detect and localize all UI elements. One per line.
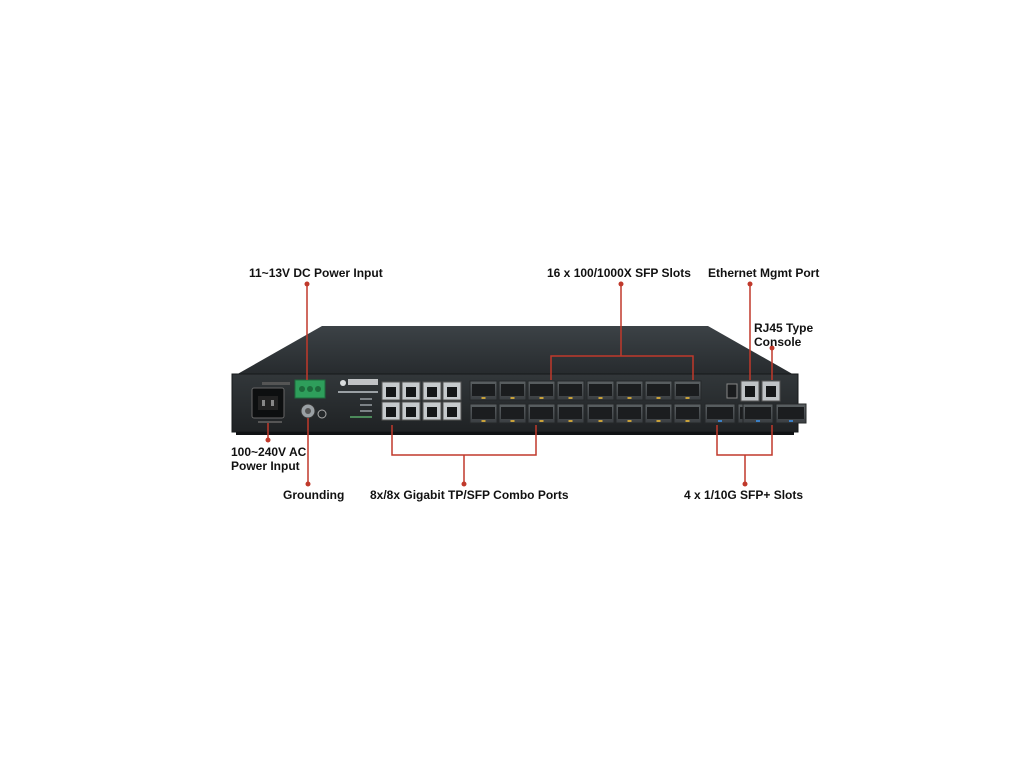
sfp-cage — [469, 380, 498, 401]
label-ac-power-input: 100~240V AC Power Input — [231, 445, 307, 473]
sfp-cage — [556, 380, 585, 401]
rj45-port — [442, 401, 462, 421]
rj45-port — [422, 381, 442, 401]
mgmt-ports — [726, 380, 781, 402]
brand-led-panel — [338, 379, 378, 418]
label-sfp-plus-slots: 4 x 1/10G SFP+ Slots — [684, 488, 804, 502]
callout-lines — [267, 284, 773, 484]
sfp-cage — [498, 380, 527, 401]
rj45-port — [381, 401, 401, 421]
ac-power-inlet — [251, 382, 290, 423]
sfp-cage — [742, 403, 774, 424]
sfp-cage — [586, 403, 615, 424]
rj45-port — [381, 381, 401, 401]
label-dc-power-input: 11~13V DC Power Input — [249, 266, 383, 280]
sfp-cage — [527, 380, 556, 401]
sfp-slots-bracket — [550, 355, 694, 380]
dc-terminal-block — [294, 379, 326, 399]
rj45-port — [422, 401, 442, 421]
sfp-cage — [615, 403, 644, 424]
sfp-cage — [556, 403, 585, 424]
sfp-slot-cages — [586, 380, 702, 424]
sfp-cage — [469, 403, 498, 424]
rj45-port — [401, 381, 421, 401]
sfp-cage — [615, 380, 644, 401]
callout-dots — [265, 281, 775, 487]
chassis-top — [234, 326, 796, 376]
rj45-port — [442, 381, 462, 401]
label-combo-ports: 8x/8x Gigabit TP/SFP Combo Ports — [370, 488, 569, 502]
sfp-cage — [586, 380, 615, 401]
sfp-cage — [644, 380, 673, 401]
sfp-cage — [775, 403, 807, 424]
label-grounding: Grounding — [283, 488, 345, 502]
sfp-plus-cages — [704, 403, 807, 424]
rj45-combo-ports — [381, 381, 462, 421]
sfp-cage — [527, 403, 556, 424]
rj45-port — [401, 401, 421, 421]
chassis-shadow — [236, 432, 794, 435]
label-ethernet-mgmt-port: Ethernet Mgmt Port — [708, 266, 820, 280]
sfp-cage — [673, 380, 702, 401]
sfp-cage — [673, 403, 702, 424]
label-rj45-console: RJ45 Type Console — [754, 321, 814, 349]
label-sfp-slots: 16 x 100/1000X SFP Slots — [547, 266, 691, 280]
sfp-cage — [704, 403, 736, 424]
sfp-cage — [644, 403, 673, 424]
sfp-cage — [498, 403, 527, 424]
sfp-combo-cages — [469, 380, 585, 424]
